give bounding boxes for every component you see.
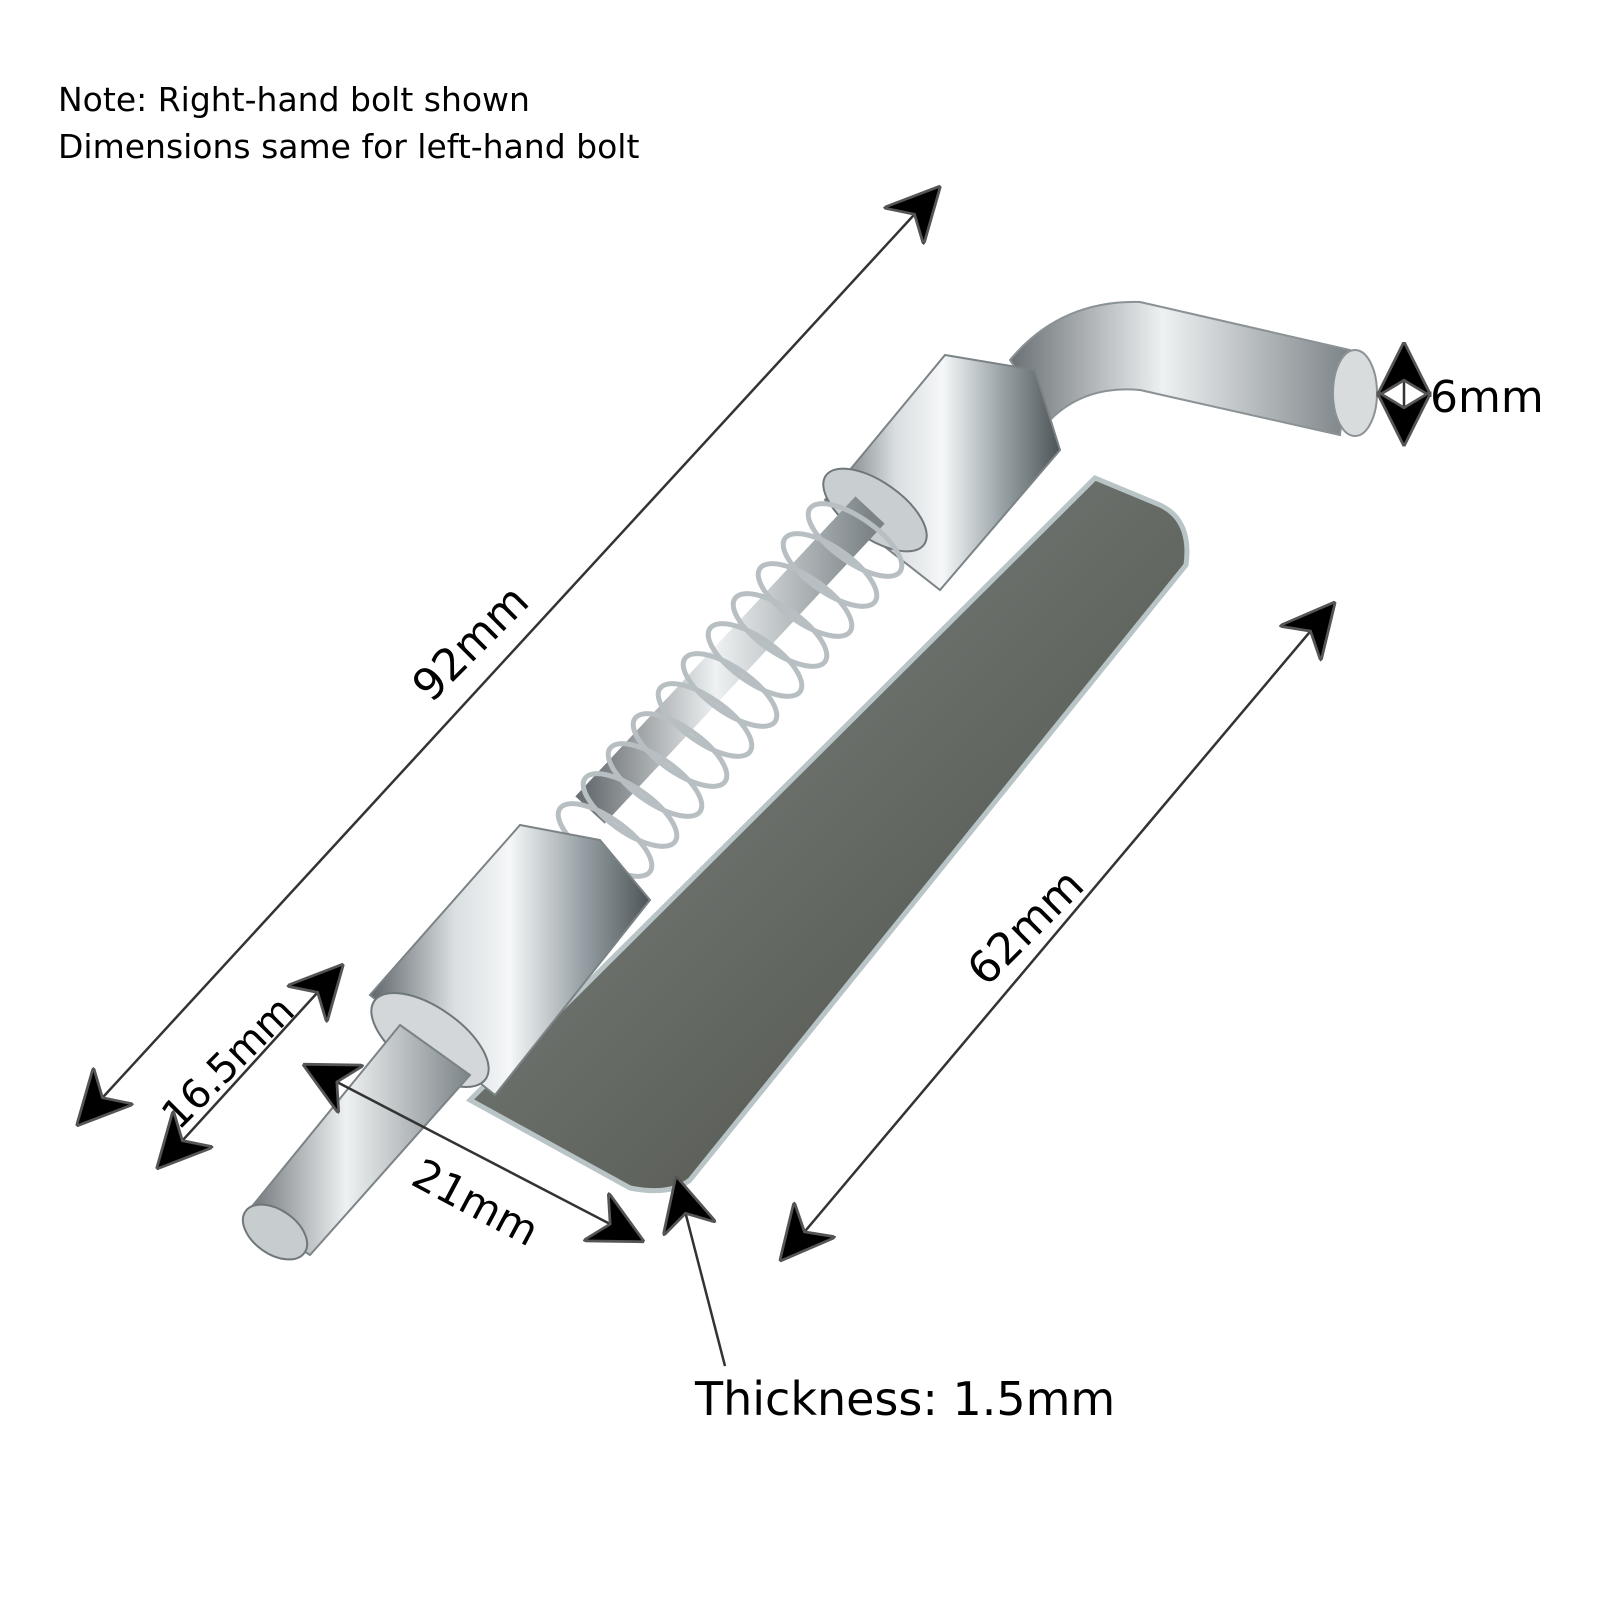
dimension-lines [82, 192, 1404, 1367]
dim-line-62mm [785, 608, 1330, 1255]
bolt-pin [241, 1023, 472, 1261]
note-right-hand: Note: Right-hand bolt shown [58, 80, 530, 119]
dim-line-21mm [310, 1068, 637, 1238]
dimension-label-pin-diameter: 6mm [1430, 372, 1544, 423]
note-left-hand: Dimensions same for left-hand bolt [58, 127, 640, 166]
hook-handle [1008, 300, 1378, 437]
leader-line-thickness [678, 1184, 727, 1367]
mounting-plate [465, 475, 1190, 1194]
dim-line-16-5mm [162, 970, 338, 1163]
dimension-label-thickness: Thickness: 1.5mm [695, 1372, 1116, 1426]
